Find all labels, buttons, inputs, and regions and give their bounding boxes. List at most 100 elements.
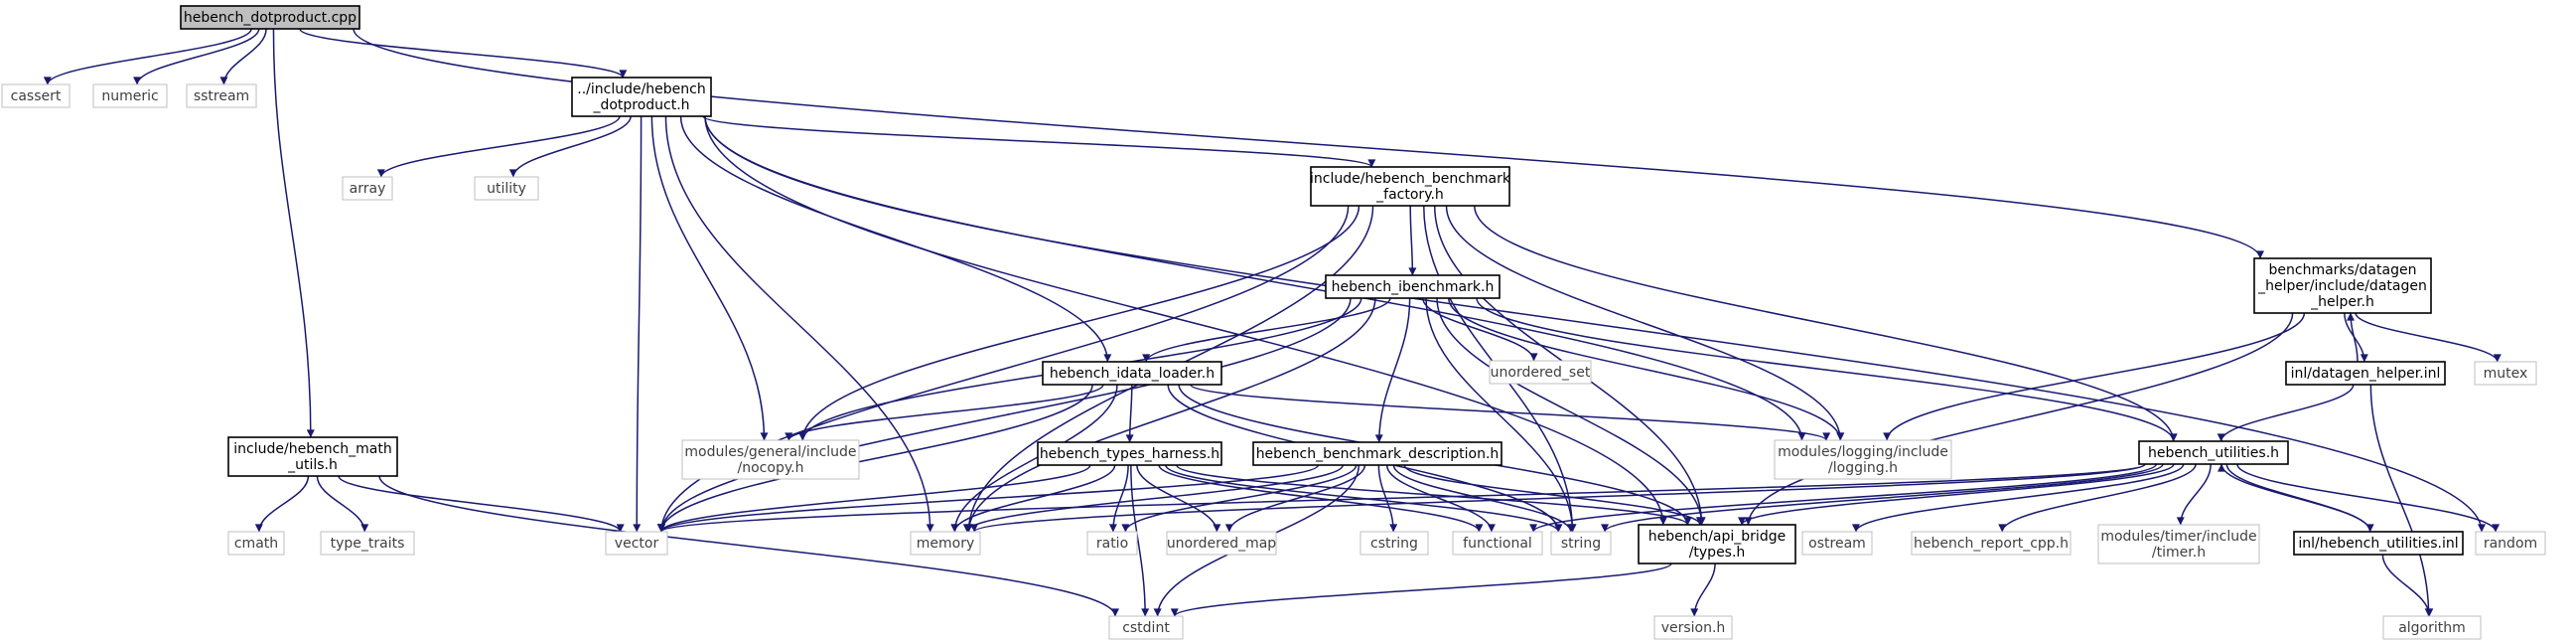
node-root-box: [180, 5, 360, 30]
node-sstream: sstream: [186, 83, 257, 108]
node-utility-label-0: utility: [487, 181, 526, 197]
edge-root-to-numeric: [133, 28, 260, 85]
edge-types_h-to-cstdint: [1170, 563, 1672, 617]
edge-bench_desc-to-unordered_map: [1224, 464, 1366, 533]
node-types_harness[interactable]: hebench_types_harness.h: [1037, 441, 1222, 466]
node-ibenchmark-label-0: hebench_ibenchmark.h: [1332, 279, 1495, 295]
node-math_utils[interactable]: include/hebench_math_utils.h: [227, 436, 398, 477]
node-types_h-label-1: /types.h: [1689, 545, 1746, 561]
node-dotproduct_h[interactable]: ../include/hebench_dotproduct.h: [571, 77, 712, 117]
node-utilities_h[interactable]: hebench_utilities.h: [2138, 440, 2289, 465]
node-cmath-label-0: cmath: [234, 536, 278, 552]
node-nocopy: modules/general/include/nocopy.h: [681, 439, 860, 480]
edge-utilities_h-to-vector: [657, 463, 2146, 533]
edge-root-to-datagen_h: [353, 28, 2264, 259]
node-unordered_map: unordered_map: [1166, 531, 1277, 556]
node-vector: vector: [605, 531, 668, 556]
node-datagen_h[interactable]: benchmarks/datagen_helper/include/datage…: [2253, 257, 2432, 314]
node-utilities_h-box: [2138, 440, 2289, 465]
node-utility: utility: [474, 176, 539, 201]
node-cstring-label-0: cstring: [1370, 536, 1418, 552]
node-type_traits-label-0: type_traits: [331, 536, 405, 552]
node-functional: functional: [1452, 531, 1543, 556]
node-ibenchmark[interactable]: hebench_ibenchmark.h: [1325, 274, 1501, 299]
node-idata_loader-box: [1042, 361, 1222, 386]
node-array-box: [342, 176, 393, 201]
node-root[interactable]: hebench_dotproduct.cpp: [180, 5, 360, 30]
edge-utilities_h-to-types_h: [1738, 463, 2175, 526]
edge-ibenchmark-to-unordered_set: [1422, 297, 1538, 362]
node-vector-box: [605, 531, 668, 556]
edge-utilities_h-to-random: [2236, 463, 2500, 533]
edge-types_harness-to-functional: [1158, 464, 1484, 533]
node-ostream-box: [1801, 531, 1873, 556]
node-unordered_map-box: [1166, 531, 1277, 556]
edge-idata_loader-to-types_harness: [1125, 384, 1134, 443]
node-types_h-box: [1638, 524, 1796, 564]
edge-bench_desc-to-ratio: [1121, 464, 1358, 533]
node-types_h[interactable]: hebench/api_bridge/types.h: [1638, 524, 1796, 564]
node-logging-box: [1774, 439, 1952, 480]
node-nocopy-label-0: modules/general/include: [684, 444, 856, 460]
node-unordered_set: unordered_set: [1489, 360, 1592, 385]
edge-dotproduct_h-to-logging: [704, 115, 1806, 441]
edge-utilities_h-to-report_cpp: [1998, 463, 2197, 533]
node-factory-box: [1310, 166, 1510, 207]
edge-root-to-sstream: [219, 28, 267, 85]
edge-idata_loader-to-nocopy: [785, 384, 1104, 441]
edge-types_harness-to-ratio: [1108, 464, 1129, 533]
node-version-box: [1653, 615, 1733, 640]
edge-bench_desc-to-memory: [962, 464, 1344, 533]
node-report_cpp: hebench_report_cpp.h: [1911, 531, 2072, 556]
edge-math_utils-to-vector: [338, 475, 625, 533]
edge-utilities_h-to-timer: [2176, 463, 2212, 526]
edge-ibenchmark-to-idata_loader: [1142, 297, 1391, 363]
node-numeric: numeric: [92, 83, 168, 108]
edge-dotproduct_h-to-vector: [633, 115, 643, 533]
edge-factory-to-ibenchmark: [1408, 205, 1417, 276]
edge-idata_loader-to-logging: [1190, 384, 1830, 441]
edge-types_harness-to-cstdint: [1130, 464, 1150, 617]
node-math_utils-box: [227, 436, 398, 477]
node-timer-label-1: /timer.h: [2152, 545, 2206, 561]
edge-datagen_h-to-types_h: [1744, 312, 2294, 526]
edge-ibenchmark-to-vector: [657, 297, 1352, 533]
node-array-label-0: array: [350, 181, 386, 197]
node-cassert-label-0: cassert: [11, 88, 62, 104]
node-bench_desc[interactable]: hebench_benchmark_description.h: [1252, 441, 1503, 466]
edge-utilities_h-to-functional: [1529, 463, 2158, 533]
edge-factory-to-nocopy: [798, 205, 1360, 441]
node-dotproduct_h-label-0: ../include/hebench: [577, 81, 706, 97]
node-factory[interactable]: include/hebench_benchmark_factory.h: [1310, 166, 1511, 207]
node-sstream-label-0: sstream: [194, 88, 249, 104]
edge-root-to-math_utils: [272, 28, 315, 438]
node-random-box: [2475, 531, 2546, 556]
edge-dotproduct_h-to-types_h: [704, 115, 1667, 526]
edge-utilities_h-to-string: [1601, 463, 2164, 533]
node-factory-label-0: include/hebench_benchmark: [1310, 171, 1511, 187]
node-cassert: cassert: [1, 83, 71, 108]
node-numeric-label-0: numeric: [101, 88, 158, 104]
edge-math_utils-to-cmath: [254, 475, 310, 533]
node-array: array: [342, 176, 393, 201]
node-cassert-box: [1, 83, 71, 108]
node-cstring-box: [1360, 531, 1429, 556]
edge-factory-to-logging: [1445, 205, 1845, 441]
node-ratio: ratio: [1086, 531, 1138, 556]
node-type_traits: type_traits: [320, 531, 415, 556]
edge-dotproduct_h-to-array: [376, 115, 621, 178]
node-utilities_inl-box: [2293, 531, 2464, 556]
node-idata_loader[interactable]: hebench_idata_loader.h: [1042, 361, 1222, 386]
edge-utilities_inl-to-utilities_h: [2218, 463, 2371, 533]
node-utilities_inl[interactable]: inl/hebench_utilities.inl: [2293, 531, 2464, 556]
node-factory-label-1: _factory.h: [1375, 187, 1444, 203]
node-type_traits-box: [320, 531, 415, 556]
edge-math_utils-to-cstdint: [378, 475, 1119, 617]
node-random-label-0: random: [2484, 536, 2537, 552]
node-math_utils-label-0: include/hebench_math: [233, 441, 391, 457]
node-datagen_inl[interactable]: inl/datagen_helper.inl: [2285, 361, 2446, 386]
node-ratio-label-0: ratio: [1096, 536, 1128, 552]
edge-dotproduct_h-to-factory: [702, 115, 1376, 168]
node-report_cpp-box: [1911, 531, 2072, 556]
edge-types_harness-to-memory: [950, 464, 1116, 533]
